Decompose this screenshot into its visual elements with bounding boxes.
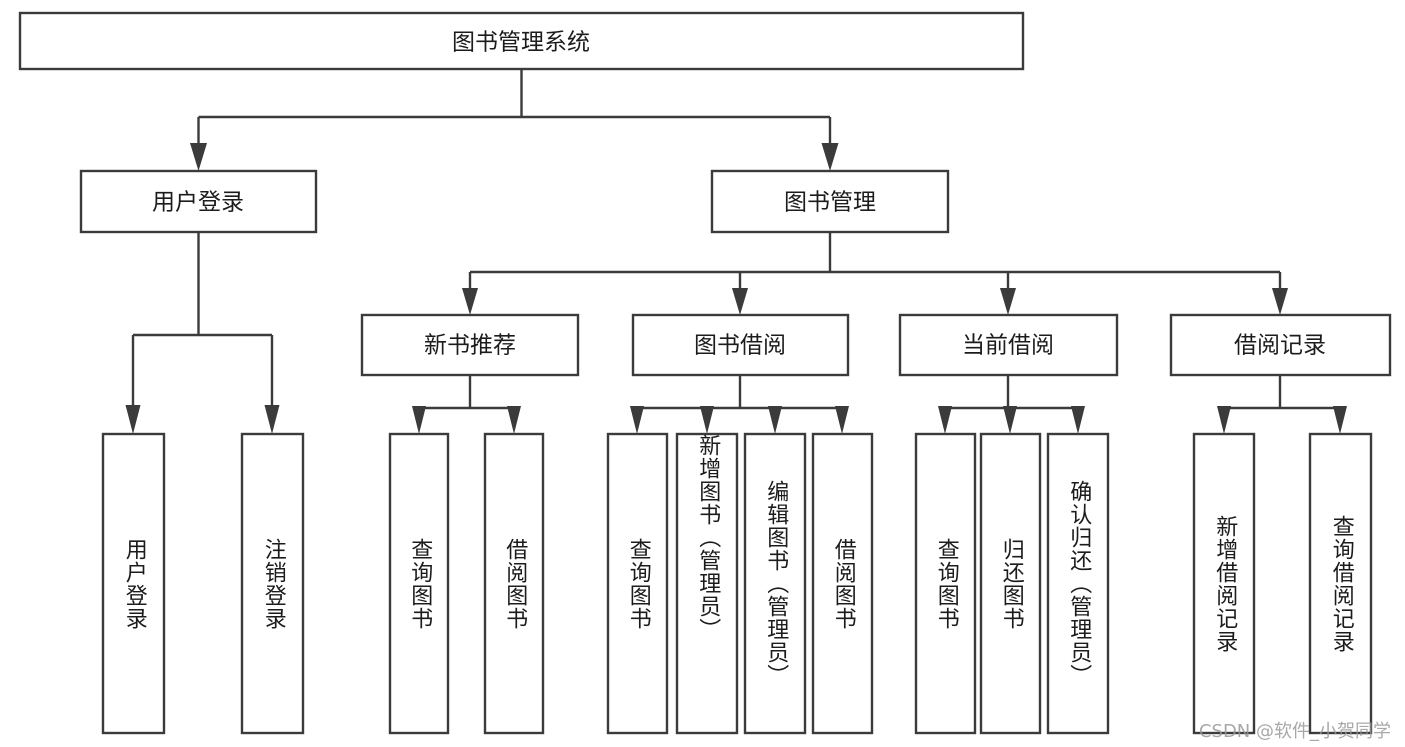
arrow-to-current-borrow <box>1000 288 1016 315</box>
node-root-book-management-system[interactable] <box>18 11 1025 71</box>
leaf-box-nb-borrow-book[interactable] <box>483 432 545 735</box>
arrow-leaf-cb-confirm <box>1071 406 1085 434</box>
leaf-box-bb-edit-book[interactable] <box>743 432 807 735</box>
arrow-to-book-borrow <box>732 288 748 315</box>
leaf-box-bb-query-book[interactable] <box>606 432 669 735</box>
node-current-borrow-label: 当前借阅 <box>962 333 1054 359</box>
arrow-leaf-cb-query <box>938 406 952 434</box>
node-root-label: 图书管理系统 <box>452 30 590 56</box>
node-book-management-label: 图书管理 <box>784 190 876 216</box>
arrow-leaf-br-query <box>1333 406 1347 434</box>
arrow-leaf-nb-borrow <box>507 406 521 434</box>
node-borrow-record[interactable] <box>1169 313 1392 377</box>
leaf-box-cb-query-book[interactable] <box>914 432 977 735</box>
arrow-leaf-bb-edit <box>768 406 782 434</box>
leaf-box-br-add-record[interactable] <box>1192 432 1256 735</box>
arrow-leaf-bb-query <box>630 406 644 434</box>
node-new-book-recommend-label: 新书推荐 <box>424 333 516 359</box>
leaf-box-logout[interactable] <box>240 432 305 735</box>
arrow-leaf-user-login <box>125 405 141 434</box>
leaf-box-bb-add-book[interactable] <box>675 432 739 735</box>
watermark-text: CSDN @软件_小贺同学 <box>1198 721 1391 742</box>
node-new-book-recommend[interactable] <box>360 313 580 377</box>
arrow-to-new-book <box>462 288 478 315</box>
leaf-box-br-query-record[interactable] <box>1308 432 1373 735</box>
leaf-box-cb-confirm-return[interactable] <box>1046 432 1110 735</box>
leaf-box-nb-query-book[interactable] <box>388 432 450 735</box>
node-book-management[interactable] <box>710 169 950 234</box>
node-book-borrow-label: 图书借阅 <box>694 333 786 359</box>
arrow-leaf-bb-borrow <box>835 406 849 434</box>
node-book-borrow[interactable] <box>631 313 850 377</box>
arrow-leaf-logout <box>264 405 280 434</box>
leaf-box-bb-borrow-book[interactable] <box>811 432 874 735</box>
arrow-leaf-br-add <box>1217 406 1231 434</box>
leaf-box-cb-return-book[interactable] <box>979 432 1042 735</box>
arrow-to-book-manage <box>821 143 839 171</box>
arrow-to-borrow-record <box>1272 288 1288 315</box>
node-borrow-record-label: 借阅记录 <box>1234 333 1326 359</box>
node-current-borrow[interactable] <box>898 313 1119 377</box>
arrow-leaf-nb-query <box>412 406 426 434</box>
node-user-login-label: 用户登录 <box>152 190 244 216</box>
node-user-login[interactable] <box>79 169 318 234</box>
arrow-leaf-bb-add <box>700 406 714 434</box>
leaf-box-user-login[interactable] <box>101 432 166 735</box>
arrow-to-user-login <box>190 143 207 171</box>
arrow-leaf-cb-return <box>1003 406 1017 434</box>
